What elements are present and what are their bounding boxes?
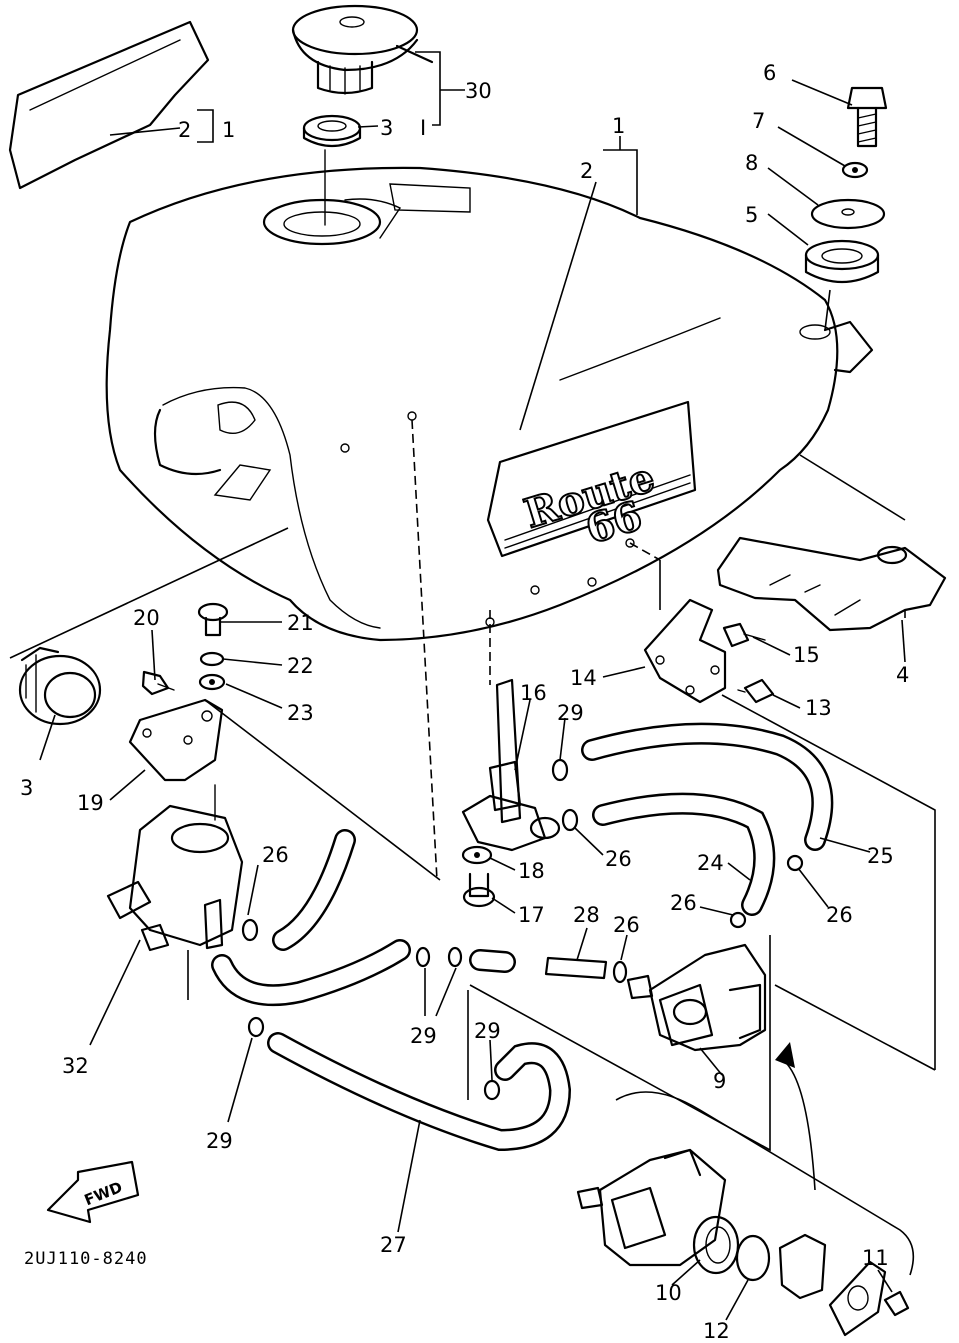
- callout-21: 21: [287, 611, 314, 635]
- callout-8: 8: [745, 151, 758, 175]
- diagram-code: 2UJ110-8240: [24, 1249, 148, 1269]
- callout-1-cap-tick: I: [420, 116, 426, 140]
- bolt-20-part: [141, 670, 175, 696]
- callout-29-hose: 29: [474, 1019, 501, 1043]
- hose-27-part: [267, 1032, 572, 1152]
- callout-26-pump: 26: [670, 891, 697, 915]
- cushion-5-part: [804, 239, 880, 283]
- fuel-valve-32-part: [106, 784, 244, 952]
- callout-15: 15: [793, 643, 820, 667]
- assembly-guide-lines: [9, 51, 936, 1276]
- callout-29-lower: 29: [206, 1129, 233, 1153]
- callout-17: 17: [518, 903, 545, 927]
- callout-23: 23: [287, 701, 314, 725]
- washer-8-part: [810, 198, 886, 230]
- o-ring-12-part: [735, 1234, 771, 1282]
- washer-18-part: [461, 845, 493, 865]
- bracket-19-part: [128, 698, 224, 782]
- callout-7: 7: [752, 109, 765, 133]
- screw-11-part: [883, 1290, 910, 1317]
- callout-1-tank: 1: [612, 114, 625, 138]
- hose-short2-part: [469, 949, 516, 973]
- diaphragm-10-part: [692, 1215, 740, 1275]
- valve-plate-part: [778, 1233, 827, 1300]
- callout-4: 4: [896, 663, 909, 687]
- callout-32: 32: [62, 1054, 89, 1078]
- callout-13: 13: [805, 696, 832, 720]
- callout-26-right: 26: [826, 903, 853, 927]
- callout-26-valve: 26: [262, 843, 289, 867]
- hose-25-part: [581, 722, 834, 851]
- fuel-pump-9-part: [626, 943, 767, 1052]
- screw-21-part: [197, 602, 229, 637]
- callout-14: 14: [570, 666, 597, 690]
- fuel-cap-part: [291, 4, 434, 95]
- callout-20: 20: [133, 606, 160, 630]
- tank-decal-part: [8, 20, 210, 190]
- bracket-14-part: [643, 598, 727, 704]
- callout-1-decal: 1: [222, 118, 235, 142]
- callout-31: 3: [380, 116, 393, 140]
- washer-7-part: [841, 161, 869, 179]
- washer-22-part: [199, 651, 225, 667]
- washer-23-part: [198, 673, 226, 691]
- callout-26-protector: 26: [613, 913, 640, 937]
- callout-27: 27: [380, 1233, 407, 1257]
- hose-24-part: [592, 792, 776, 916]
- callout-6: 6: [763, 61, 776, 85]
- pump-body-part: [576, 1148, 727, 1267]
- callout-5: 5: [745, 203, 758, 227]
- cover-plate-part: [828, 1260, 887, 1337]
- callout-9: 9: [713, 1069, 726, 1093]
- callout-26-cock: 26: [605, 847, 632, 871]
- protector-28-part: [544, 956, 608, 980]
- bolt-15-part: [722, 622, 766, 648]
- callout-28: 28: [573, 903, 600, 927]
- callout-numbers: 2 1 3 I 30 1 2 6 7 8 5 4 3 20 21 22 23 1…: [20, 61, 909, 1343]
- callout-16: 16: [520, 681, 547, 705]
- callout-10: 10: [655, 1281, 682, 1305]
- callout-30: 30: [465, 79, 492, 103]
- callout-29-cock: 29: [557, 701, 584, 725]
- bolt-6-part: [846, 86, 888, 148]
- callout-19: 19: [77, 791, 104, 815]
- screw-17-part: [462, 872, 496, 908]
- callout-22: 22: [287, 654, 314, 678]
- hose-short-part: [272, 829, 356, 951]
- callout-leaders: [39, 79, 906, 1321]
- fuel-cock-16-part: [461, 678, 561, 852]
- fuel-tank-body: [105, 166, 874, 642]
- callout-3-grommet: 3: [20, 776, 33, 800]
- rear-bracket-part: [716, 536, 947, 632]
- callout-24: 24: [697, 851, 724, 875]
- forward-arrow: FWD: [46, 1160, 140, 1224]
- grommet-3-part: [18, 646, 102, 726]
- callout-25: 25: [867, 844, 894, 868]
- hose-main-part: [211, 939, 411, 1007]
- callout-29-pair: 29: [410, 1024, 437, 1048]
- callout-2-tank: 2: [580, 159, 593, 183]
- callout-2-decal: 2: [178, 118, 191, 142]
- callout-11: 11: [862, 1246, 889, 1270]
- callout-18: 18: [518, 859, 545, 883]
- callout-12: 12: [703, 1319, 730, 1343]
- hose-clips: [241, 758, 804, 1101]
- bolt-13-part: [737, 678, 775, 704]
- route66-emblem: Route 66: [486, 400, 697, 558]
